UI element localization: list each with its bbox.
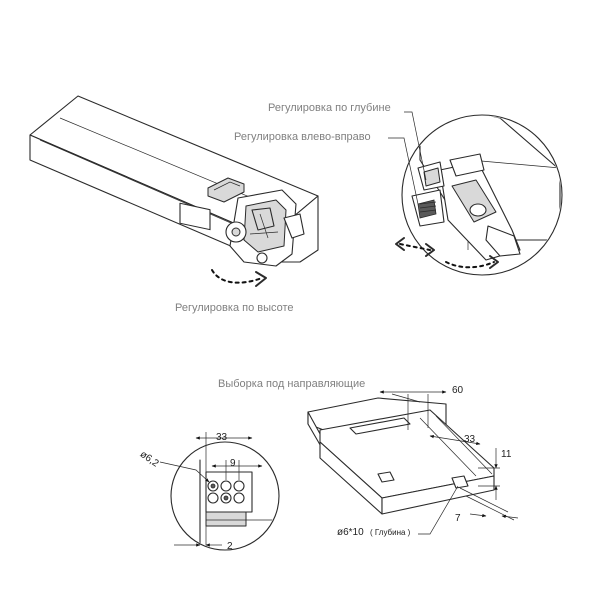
dia-6-2-text: ø6,2 bbox=[138, 449, 161, 470]
dim-11: 11 bbox=[478, 448, 512, 500]
dim-11-text: 11 bbox=[501, 449, 512, 460]
hole-spec-note: ( Глубина ) bbox=[370, 528, 411, 537]
label-lateral-adjust: Регулировка влево-вправо bbox=[234, 131, 371, 143]
locking-device bbox=[225, 189, 305, 267]
detail-circle-bottom: 33 9 ø6,2 2 bbox=[138, 432, 280, 552]
dim-2-text: 2 bbox=[227, 541, 233, 552]
label-rail-cutout: Выборка под направляющие bbox=[218, 378, 365, 390]
drawer-cutout-drawing bbox=[307, 397, 495, 515]
dim-33-left-text: 33 bbox=[216, 432, 228, 443]
runner-window bbox=[179, 202, 211, 231]
depth-adjust-arrow bbox=[445, 261, 495, 269]
height-adjust-arrow bbox=[211, 269, 263, 284]
label-depth-adjust: Регулировка по глубине bbox=[268, 102, 391, 114]
hole-spec: ø6*10 ( Глубина ) bbox=[337, 485, 459, 538]
runner-assembly bbox=[29, 95, 319, 287]
dim-60-text: 60 bbox=[452, 385, 464, 396]
dim-7-text: 7 bbox=[455, 513, 461, 524]
label-height-adjust: Регулировка по высоте bbox=[175, 302, 294, 314]
hole-spec-text: ø6*10 bbox=[337, 527, 364, 538]
lateral-adjust-arrow bbox=[399, 243, 431, 251]
dim-33-right: 33 bbox=[429, 434, 481, 446]
dim-7: 7 bbox=[455, 487, 519, 524]
dim-9-text: 9 bbox=[230, 458, 236, 469]
dim-60: 60 bbox=[379, 385, 464, 430]
dim-33-right-text: 33 bbox=[464, 434, 476, 445]
detail-circle-top bbox=[388, 111, 563, 276]
